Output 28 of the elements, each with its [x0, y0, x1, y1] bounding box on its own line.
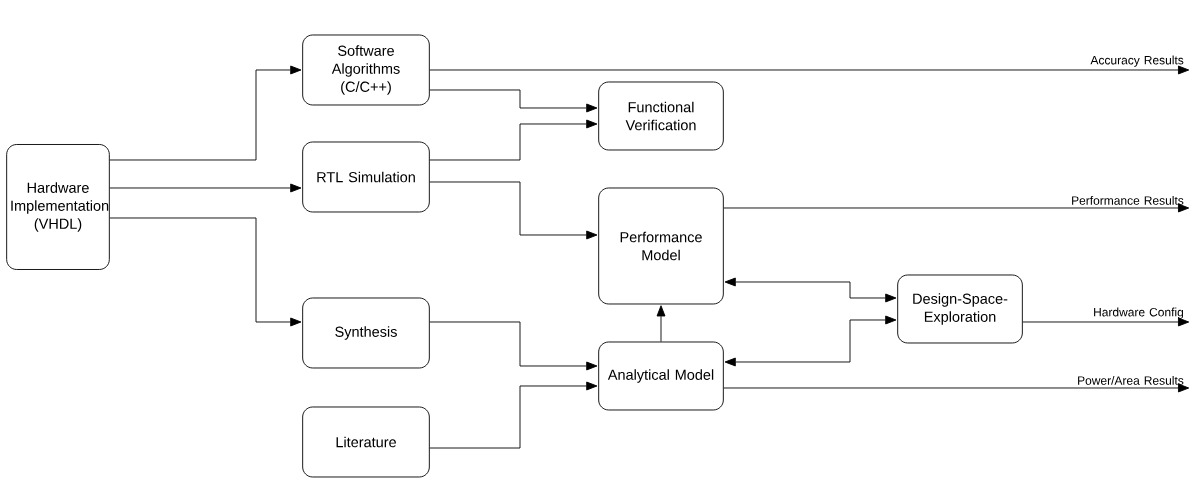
process-box: Analytical Model — [598, 341, 724, 411]
edge-label: Performance Results — [1072, 196, 1184, 205]
edge-label: Power/Area Results — [1078, 376, 1184, 385]
process-box: Literature — [302, 406, 430, 478]
edge-label: Accuracy Results — [1090, 55, 1184, 67]
arrow — [109, 65, 302, 161]
arrow — [429, 65, 1190, 75]
arrow — [429, 381, 598, 449]
arrow — [109, 183, 302, 193]
arrow — [723, 383, 1190, 393]
arrow — [429, 321, 598, 371]
arrow — [109, 217, 302, 327]
process-box: Hardware Implementation (VHDL) — [6, 144, 110, 270]
process-box: Design-Space-Exploration — [897, 274, 1023, 344]
arrow — [724, 315, 897, 367]
process-box: Performance Model — [598, 187, 724, 305]
arrow — [429, 89, 598, 113]
arrow — [724, 277, 897, 303]
arrow — [723, 203, 1190, 213]
process-box: RTL Simulation — [302, 141, 430, 213]
process-box: Functional Verification — [598, 81, 724, 151]
arrow — [429, 119, 598, 161]
arrow — [1022, 317, 1190, 327]
edge-label: Hardware Config — [1094, 307, 1183, 319]
arrow — [429, 181, 598, 240]
process-box: Software Algorithms (C/C++) — [302, 34, 430, 106]
process-box: Synthesis — [302, 297, 430, 369]
arrow — [656, 305, 666, 342]
